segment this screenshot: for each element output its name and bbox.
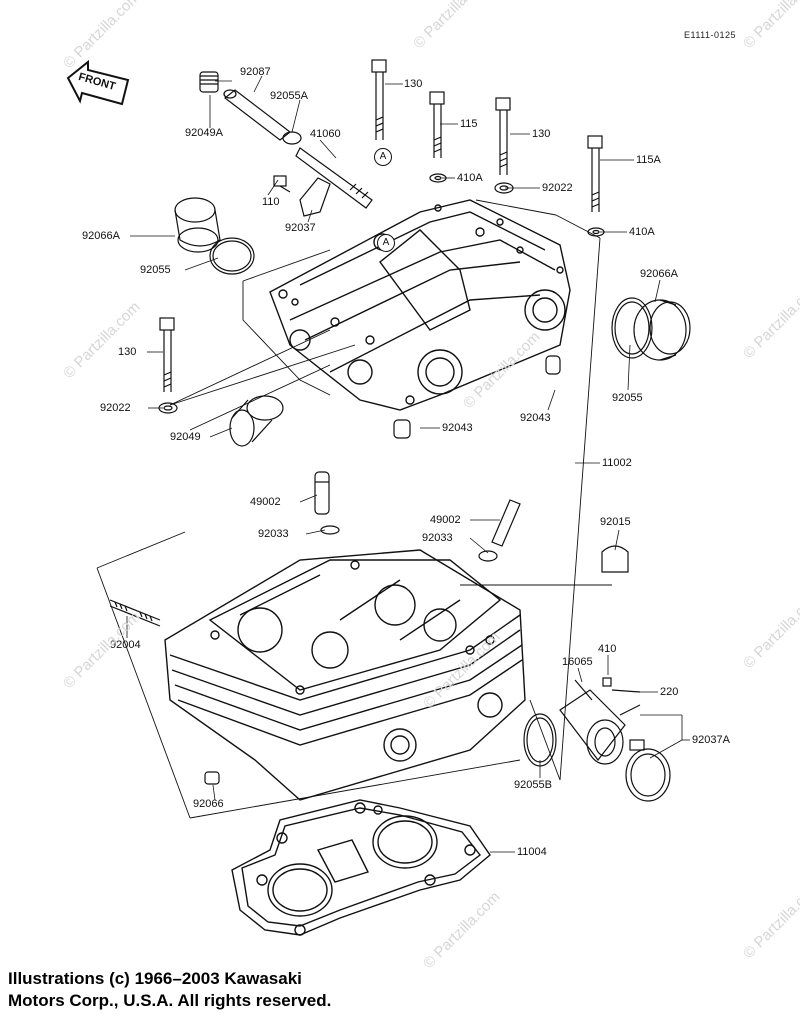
part-label-130-top[interactable]: 130: [404, 78, 423, 90]
circle-marker-a-cover: A: [377, 234, 395, 252]
part-label-16065[interactable]: 16065: [562, 656, 593, 668]
shaft-41060: [295, 147, 373, 209]
copyright-notice: Illustrations (c) 1966–2003 Kawasaki Mot…: [8, 968, 331, 1012]
part-label-92066A-left[interactable]: 92066A: [82, 230, 120, 242]
part-label-41060[interactable]: 41060: [310, 128, 341, 140]
cap-92066A-right: [633, 299, 691, 361]
part-label-92055-right[interactable]: 92055: [612, 392, 643, 404]
part-label-92055A[interactable]: 92055A: [270, 90, 308, 102]
part-label-92049A[interactable]: 92049A: [185, 127, 223, 139]
copyright-line-1: Illustrations (c) 1966–2003 Kawasaki: [8, 969, 302, 988]
intake-pipe-16065: [559, 679, 626, 765]
diagram-code: E1111-0125: [684, 30, 737, 40]
oring-92055-right: [611, 297, 653, 359]
part-label-410A-top[interactable]: 410A: [457, 172, 483, 184]
washers: [158, 173, 605, 414]
cylinder-head: [164, 549, 526, 801]
oring-92055A: [282, 131, 302, 145]
part-label-92022-left[interactable]: 92022: [100, 402, 131, 414]
valve-guide-49002-left: [314, 471, 330, 515]
part-label-11002[interactable]: 11002: [602, 457, 632, 469]
bolt-130-left: [159, 317, 175, 392]
cap-92049A: [199, 71, 219, 93]
plug-92066: [204, 771, 220, 785]
part-label-410[interactable]: 410: [598, 643, 617, 655]
cap-92066A-left: [174, 197, 221, 253]
dowel-92043-a: [393, 419, 411, 439]
part-label-220[interactable]: 220: [660, 686, 679, 698]
screw-220: [611, 689, 641, 716]
part-label-410A-right[interactable]: 410A: [629, 226, 655, 238]
dowel-92043-b: [545, 355, 561, 375]
plug-92049: [229, 395, 284, 447]
part-label-110[interactable]: 110: [262, 196, 280, 208]
part-label-92022-top[interactable]: 92022: [542, 182, 573, 194]
oring-92055-left: [209, 237, 255, 275]
bracket-92037: [299, 177, 331, 217]
part-label-92087[interactable]: 92087: [240, 66, 271, 78]
oring-92055B: [523, 713, 557, 767]
nut-92015: [601, 545, 629, 573]
part-label-92049[interactable]: 92049: [170, 431, 201, 443]
part-label-92043-left[interactable]: 92043: [442, 422, 473, 434]
valve-cover: [269, 199, 571, 411]
bolt-115A: [587, 135, 603, 212]
part-label-92043-right[interactable]: 92043: [520, 412, 551, 424]
front-label: FRONT: [77, 71, 117, 93]
oring-92033-right: [478, 550, 498, 562]
part-label-49002-left[interactable]: 49002: [250, 496, 281, 508]
front-arrow-icon: [66, 59, 130, 106]
head-gasket-11004: [231, 799, 491, 936]
stud-92004: [109, 599, 161, 627]
part-label-130-right[interactable]: 130: [532, 128, 551, 140]
part-label-92055-left[interactable]: 92055: [140, 264, 171, 276]
part-label-92066[interactable]: 92066: [193, 798, 224, 810]
part-label-92055B[interactable]: 92055B: [514, 779, 552, 791]
part-label-92004[interactable]: 92004: [110, 639, 141, 651]
part-label-92066A-right[interactable]: 92066A: [640, 268, 678, 280]
part-label-92033-right[interactable]: 92033: [422, 532, 453, 544]
clamp-92037A: [625, 739, 671, 802]
circle-marker-a-bolt: A: [374, 148, 392, 166]
front-indicator: FRONT: [66, 62, 136, 102]
part-label-115A[interactable]: 115A: [636, 154, 661, 166]
reference-frame-lines: [96, 199, 612, 819]
oring-92033-left: [320, 525, 340, 535]
part-label-11004[interactable]: 11004: [517, 846, 547, 858]
valve-guide-49002-right: [491, 499, 521, 547]
screw-110: [273, 175, 291, 193]
part-label-49002-right[interactable]: 49002: [430, 514, 461, 526]
part-label-92015[interactable]: 92015: [600, 516, 631, 528]
bolt-130-right: [495, 97, 511, 175]
washer-410: [602, 677, 612, 687]
part-label-92037A[interactable]: 92037A: [692, 734, 730, 746]
part-label-92037[interactable]: 92037: [285, 222, 316, 234]
part-label-115[interactable]: 115: [460, 118, 478, 130]
copyright-line-2: Motors Corp., U.S.A. All rights reserved…: [8, 991, 332, 1010]
bolt-130-top: [371, 59, 387, 140]
bolt-115-top: [429, 91, 445, 158]
part-label-130-left[interactable]: 130: [118, 346, 137, 358]
part-label-92033-left[interactable]: 92033: [258, 528, 289, 540]
